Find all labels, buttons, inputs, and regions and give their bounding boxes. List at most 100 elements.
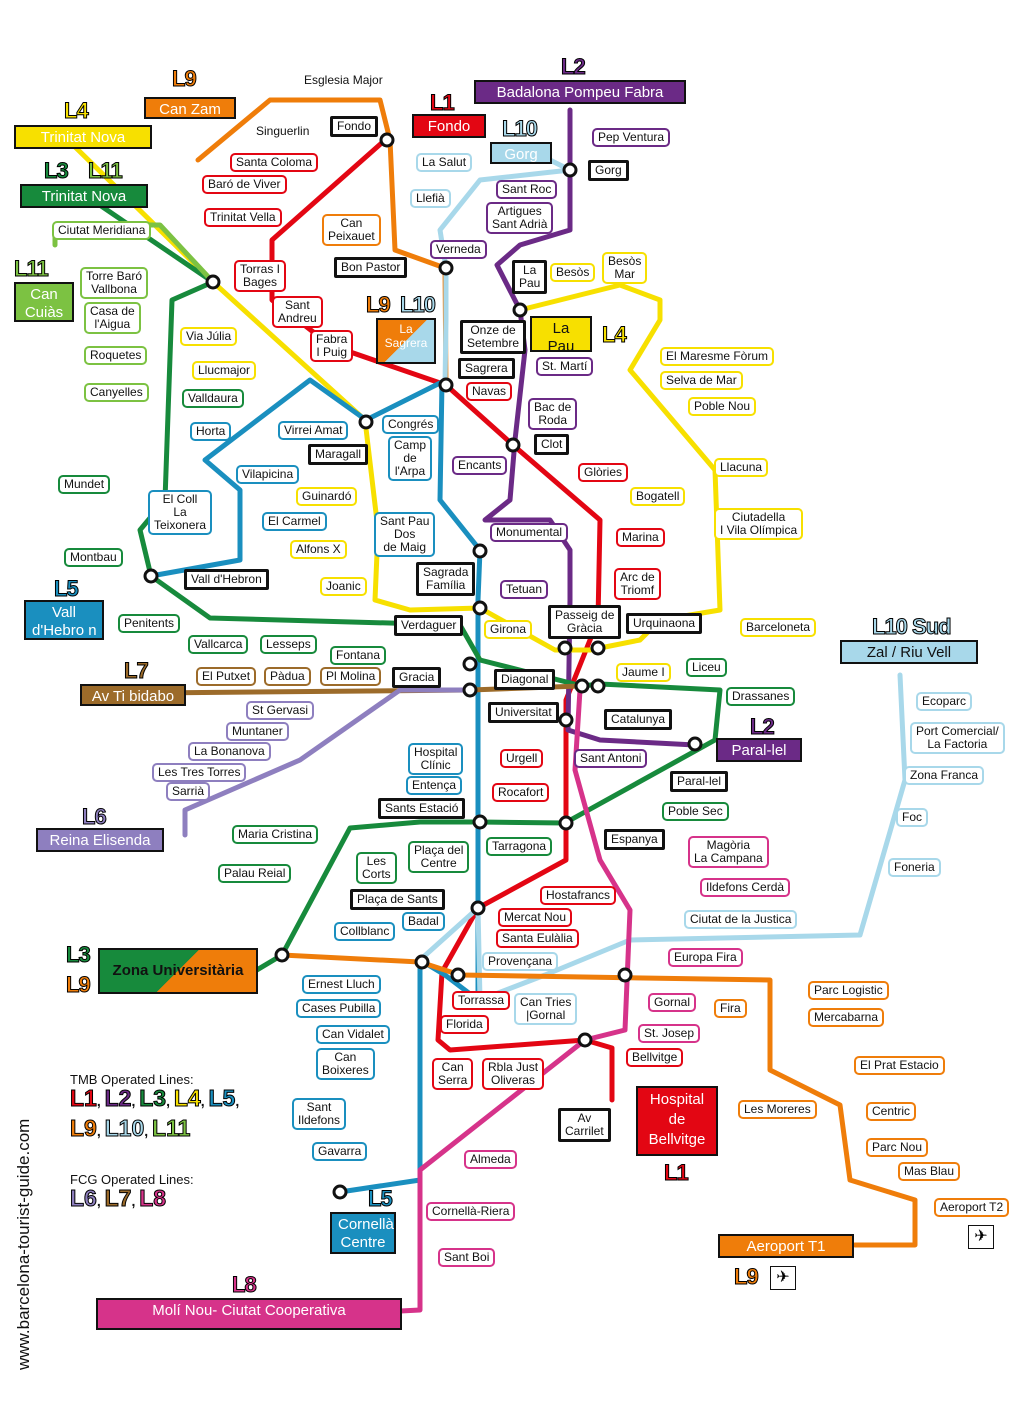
station-santa-coloma[interactable]: Santa Coloma — [230, 153, 319, 172]
station-sant-andreu[interactable]: Sant Andreu — [272, 296, 323, 328]
station-florida[interactable]: Florida — [440, 1015, 489, 1034]
station-cornella-riera[interactable]: Cornellà-Riera — [426, 1202, 516, 1221]
station-poble-nou[interactable]: Poble Nou — [688, 397, 757, 416]
station-camp-arpa[interactable]: Camp de l'Arpa — [388, 436, 433, 481]
station-sant-ildefons[interactable]: Sant Ildefons — [292, 1098, 347, 1130]
station-placa-centre[interactable]: Plaça del Centre — [408, 841, 470, 873]
station-la-salut[interactable]: La Salut — [416, 153, 473, 172]
station-sant-roc[interactable]: Sant Roc — [496, 180, 558, 199]
station-sants-estacio[interactable]: Sants Estació — [378, 798, 466, 819]
terminal-fondo[interactable]: Fondo — [412, 114, 486, 138]
station-sagrada-familia[interactable]: Sagrada Família — [416, 562, 476, 596]
station-congres[interactable]: Congrés — [382, 415, 440, 434]
station-drassanes[interactable]: Drassanes — [726, 687, 796, 706]
station-mas-blau[interactable]: Mas Blau — [898, 1162, 961, 1181]
station-roquetes[interactable]: Roquetes — [84, 346, 148, 365]
station-can-peixauet[interactable]: Can Peixauet — [322, 214, 381, 246]
station-badal[interactable]: Badal — [402, 912, 445, 931]
station-bogatell[interactable]: Bogatell — [630, 487, 686, 506]
station-vilapicina[interactable]: Vilapicina — [236, 465, 300, 484]
terminal-cornella-centre[interactable]: Cornellà Centre — [330, 1212, 396, 1254]
station-collblanc[interactable]: Collblanc — [334, 922, 396, 941]
station-espanya[interactable]: Espanya — [604, 829, 665, 850]
station-el-coll[interactable]: El Coll La Teixonera — [148, 490, 213, 535]
station-alfons-x[interactable]: Alfons X — [290, 540, 347, 559]
station-el-putxet[interactable]: El Putxet — [196, 667, 257, 686]
station-centric[interactable]: Centric — [866, 1102, 917, 1121]
station-can-boixeres[interactable]: Can Boixeres — [316, 1048, 375, 1080]
station-parc-nou[interactable]: Parc Nou — [866, 1138, 929, 1157]
station-catalunya[interactable]: Catalunya — [604, 709, 673, 730]
station-tres-torres[interactable]: Les Tres Torres — [152, 763, 247, 782]
station-verdaguer[interactable]: Verdaguer — [394, 615, 464, 636]
station-girona[interactable]: Girona — [484, 620, 533, 639]
station-artigues[interactable]: Artigues Sant Adrià — [486, 202, 554, 234]
station-diagonal[interactable]: Diagonal — [494, 669, 556, 690]
station-universitat[interactable]: Universitat — [488, 702, 559, 723]
station-bonanova[interactable]: La Bonanova — [188, 742, 271, 761]
station-fontana[interactable]: Fontana — [330, 646, 387, 665]
station-foneria[interactable]: Foneria — [888, 858, 941, 877]
station-marina[interactable]: Marina — [616, 528, 665, 547]
station-palau-reial[interactable]: Palau Reial — [218, 864, 292, 883]
station-valldaura[interactable]: Valldaura — [182, 389, 244, 408]
station-ciutadella[interactable]: Ciutadella I Vila Olímpica — [714, 508, 804, 540]
station-rbla-just[interactable]: Rbla Just Oliveras — [482, 1058, 545, 1090]
station-penitents[interactable]: Penitents — [118, 614, 181, 633]
station-provenca[interactable]: Provençana — [482, 952, 559, 971]
station-mercabarna[interactable]: Mercabarna — [808, 1008, 885, 1027]
station-mercat-nou[interactable]: Mercat Nou — [498, 908, 573, 927]
station-paral-lel-s[interactable]: Paral-lel — [670, 771, 729, 792]
station-maresme[interactable]: El Maresme Fòrum — [660, 347, 775, 366]
station-joanic[interactable]: Joanic — [320, 577, 367, 596]
station-clot[interactable]: Clot — [534, 434, 570, 455]
station-les-moreres[interactable]: Les Moreres — [738, 1100, 817, 1119]
station-les-corts[interactable]: Les Corts — [356, 852, 397, 884]
station-st-gervasi[interactable]: St Gervasi — [246, 701, 315, 720]
station-cases-pubilla[interactable]: Cases Pubilla — [296, 999, 382, 1018]
station-gorg-s[interactable]: Gorg — [588, 160, 629, 181]
station-llefia[interactable]: Llefià — [410, 189, 451, 208]
station-tetuan[interactable]: Tetuan — [500, 580, 549, 599]
station-el-prat[interactable]: El Prat Estacio — [854, 1056, 945, 1075]
station-torrassa[interactable]: Torrassa — [452, 991, 511, 1010]
terminal-paral-lel[interactable]: Paral-lel — [716, 738, 802, 762]
station-lesseps[interactable]: Lesseps — [260, 635, 317, 654]
terminal-vall-hebron[interactable]: Vall d'Hebro n — [24, 600, 104, 640]
station-maragall[interactable]: Maragall — [308, 444, 369, 465]
station-ciutat-meridiana[interactable]: Ciutat Meridiana — [52, 221, 152, 240]
station-arc-triomf[interactable]: Arc de Triomf — [614, 568, 661, 600]
station-llacuna[interactable]: Llacuna — [714, 458, 769, 477]
station-barceloneta[interactable]: Barceloneta — [740, 618, 817, 637]
station-sant-antoni[interactable]: Sant Antoni — [574, 749, 648, 768]
station-ildefons[interactable]: Ildefons Cerdà — [700, 878, 791, 897]
station-muntaner[interactable]: Muntaner — [226, 722, 289, 741]
station-liceu[interactable]: Liceu — [686, 658, 727, 677]
station-sarria[interactable]: Sarrià — [166, 782, 211, 801]
terminal-hospital-bellvitge[interactable]: Hospital de Bellvitge — [636, 1086, 718, 1156]
terminal-zona-univ[interactable]: Zona Universitària — [98, 948, 258, 994]
station-navas[interactable]: Navas — [466, 382, 513, 401]
station-fondo-s[interactable]: Fondo — [330, 116, 379, 137]
station-guinardo[interactable]: Guinardó — [296, 487, 358, 506]
terminal-la-sagrera[interactable]: La Sagrera — [376, 318, 436, 364]
station-selva-mar[interactable]: Selva de Mar — [660, 371, 743, 390]
station-av-carrilet[interactable]: Av Carrilet — [558, 1108, 611, 1142]
terminal-trinitat-nova-l4[interactable]: Trinitat Nova — [14, 125, 152, 149]
station-st-josep[interactable]: St. Josep — [638, 1024, 701, 1043]
station-ciutat-justica[interactable]: Ciutat de la Justica — [684, 910, 798, 929]
station-port-comercial[interactable]: Port Comercial/ La Factoria — [910, 722, 1005, 754]
terminal-av-tibidabo[interactable]: Av Ti bidabo — [80, 684, 186, 706]
station-ernest-lluch[interactable]: Ernest Lluch — [302, 975, 381, 994]
station-magoria[interactable]: Magòria La Campana — [688, 836, 769, 868]
station-pep-ventura[interactable]: Pep Ventura — [592, 128, 671, 147]
station-baro-viver[interactable]: Baró de Viver — [202, 175, 287, 194]
station-can-serra[interactable]: Can Serra — [432, 1058, 474, 1090]
station-el-carmel[interactable]: El Carmel — [262, 512, 327, 531]
station-jaume-i[interactable]: Jaume I — [616, 663, 671, 682]
station-mundet[interactable]: Mundet — [58, 475, 111, 494]
terminal-moli-nou[interactable]: Molí Nou- Ciutat Cooperativa — [96, 1298, 402, 1330]
station-trinitat-vella[interactable]: Trinitat Vella — [204, 208, 282, 227]
station-zona-franca[interactable]: Zona Franca — [904, 766, 985, 785]
terminal-la-pau[interactable]: La Pau — [530, 316, 592, 355]
